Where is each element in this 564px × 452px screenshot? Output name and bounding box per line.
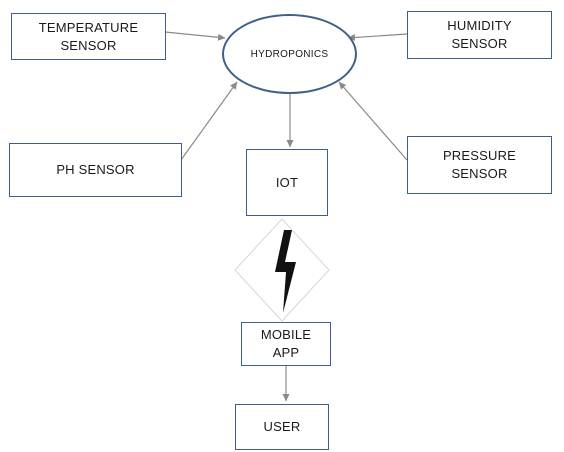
arrow-ph-to-hub xyxy=(180,81,238,161)
ph-sensor-box: PH SENSOR xyxy=(9,143,182,197)
arrow-pressure-to-hub xyxy=(338,81,408,161)
mobile-app-label-line2: APP xyxy=(272,345,300,360)
hydroponics-label: HYDROPONICS xyxy=(250,48,329,60)
humidity-sensor-box: HUMIDITY SENSOR xyxy=(407,11,552,59)
pressure-sensor-box: PRESSURE SENSOR xyxy=(407,136,552,194)
humidity-sensor-label-line2: SENSOR xyxy=(451,36,508,51)
hydroponics-ellipse: HYDROPONICS xyxy=(222,14,357,94)
iot-box: IOT xyxy=(246,149,328,216)
temperature-sensor-label-line2: SENSOR xyxy=(60,37,117,53)
arrow-temperature-to-hub xyxy=(164,31,226,41)
iot-label: IOT xyxy=(275,174,299,190)
temperature-sensor-box: TEMPERATURE SENSOR xyxy=(11,13,166,60)
mobile-app-label-line1: MOBILE xyxy=(260,327,312,342)
pressure-sensor-label-line1: PRESSURE xyxy=(442,148,517,163)
ph-sensor-label: PH SENSOR xyxy=(56,162,135,177)
lightning-bolt-icon xyxy=(275,230,296,313)
user-label: USER xyxy=(263,419,301,434)
arrow-humidity-to-hub xyxy=(347,33,408,42)
pressure-sensor-label-line2: SENSOR xyxy=(451,166,508,181)
mobile-app-box: MOBILE APP xyxy=(241,322,331,366)
user-box: USER xyxy=(235,404,329,450)
humidity-sensor-label-line1: HUMIDITY xyxy=(447,18,512,33)
temperature-sensor-label-line1: TEMPERATURE xyxy=(38,19,139,35)
